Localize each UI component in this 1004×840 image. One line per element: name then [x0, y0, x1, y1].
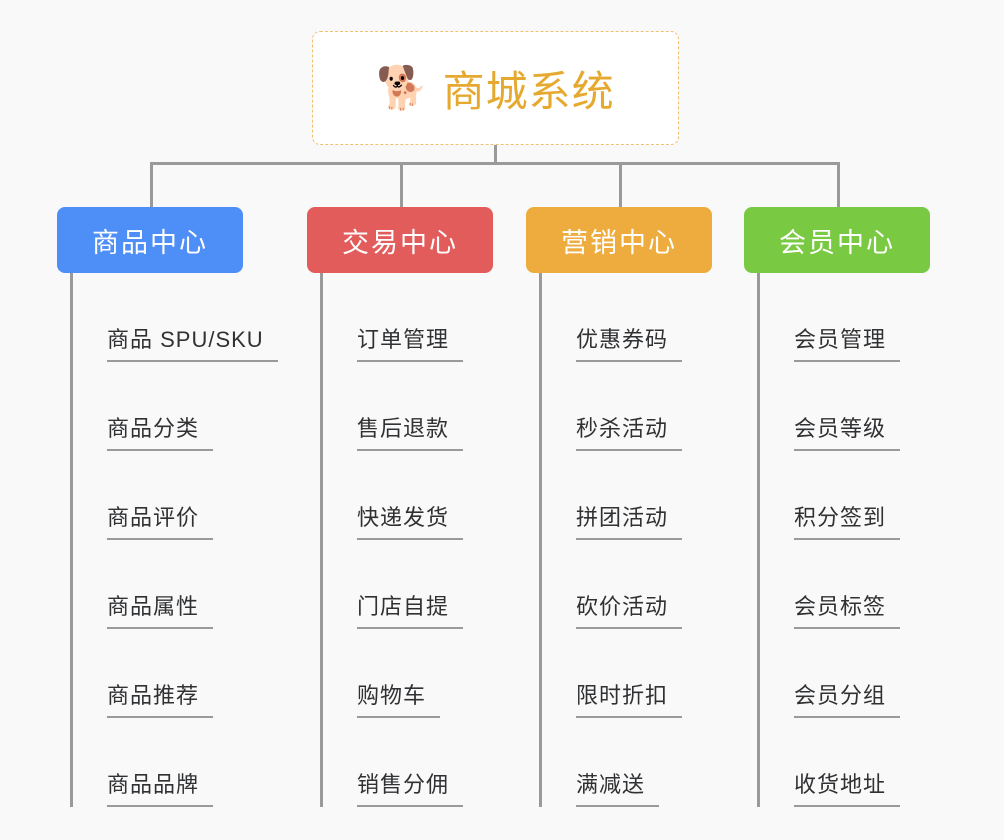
leaf-label: 商品推荐: [107, 678, 214, 718]
leaf-label: 积分签到: [794, 500, 901, 540]
leaf-label: 满减送: [576, 767, 660, 807]
leaf-label: 砍价活动: [576, 589, 683, 629]
list-item[interactable]: 积分签到: [776, 451, 930, 540]
column-marketing-center: 营销中心 优惠券码 秒杀活动 拼团活动 砍价活动 限时折扣 满减送: [526, 207, 712, 807]
category-label-product-center: 商品中心: [92, 227, 208, 258]
category-box-marketing-center[interactable]: 营销中心: [526, 207, 712, 273]
leaf-label: 会员分组: [794, 678, 901, 718]
leaf-label: 订单管理: [357, 322, 464, 362]
list-item[interactable]: 砍价活动: [558, 540, 712, 629]
column-product-center: 商品中心 商品 SPU/SKU 商品分类 商品评价 商品属性 商品推荐 商品品牌: [57, 207, 278, 807]
leaf-label: 会员管理: [794, 322, 901, 362]
leaf-list-member-center: 会员管理 会员等级 积分签到 会员标签 会员分组 收货地址: [757, 273, 930, 807]
category-box-trade-center[interactable]: 交易中心: [307, 207, 493, 273]
category-label-marketing-center: 营销中心: [561, 227, 677, 258]
leaf-label: 商品属性: [107, 589, 214, 629]
leaf-list-product-center: 商品 SPU/SKU 商品分类 商品评价 商品属性 商品推荐 商品品牌: [70, 273, 278, 807]
column-trade-center: 交易中心 订单管理 售后退款 快递发货 门店自提 购物车 销售分佣: [307, 207, 493, 807]
connector-drop-product-center: [150, 162, 153, 208]
list-item[interactable]: 门店自提: [339, 540, 493, 629]
list-item[interactable]: 商品品牌: [89, 718, 278, 807]
leaf-label: 拼团活动: [576, 500, 683, 540]
list-item[interactable]: 收货地址: [776, 718, 930, 807]
connector-horizontal-bus: [150, 162, 840, 165]
list-item[interactable]: 秒杀活动: [558, 362, 712, 451]
leaf-label: 商品分类: [107, 411, 214, 451]
leaf-label: 商品 SPU/SKU: [107, 322, 278, 362]
category-label-trade-center: 交易中心: [342, 227, 458, 258]
connector-drop-member-center: [837, 162, 840, 208]
category-box-product-center[interactable]: 商品中心: [57, 207, 243, 273]
connector-drop-trade-center: [400, 162, 403, 208]
category-box-member-center[interactable]: 会员中心: [744, 207, 930, 273]
leaf-label: 销售分佣: [357, 767, 464, 807]
list-item[interactable]: 会员标签: [776, 540, 930, 629]
column-member-center: 会员中心 会员管理 会员等级 积分签到 会员标签 会员分组 收货地址: [744, 207, 930, 807]
leaf-label: 秒杀活动: [576, 411, 683, 451]
leaf-label: 门店自提: [357, 589, 464, 629]
list-item[interactable]: 快递发货: [339, 451, 493, 540]
list-item[interactable]: 商品推荐: [89, 629, 278, 718]
list-item[interactable]: 优惠券码: [558, 273, 712, 362]
connector-drop-marketing-center: [619, 162, 622, 208]
list-item[interactable]: 满减送: [558, 718, 712, 807]
list-item[interactable]: 商品评价: [89, 451, 278, 540]
connector-root-stem: [494, 145, 497, 164]
list-item[interactable]: 商品属性: [89, 540, 278, 629]
leaf-label: 快递发货: [357, 500, 464, 540]
list-item[interactable]: 商品 SPU/SKU: [89, 273, 278, 362]
leaf-label: 商品品牌: [107, 767, 214, 807]
leaf-label: 收货地址: [794, 767, 901, 807]
leaf-label: 购物车: [357, 678, 441, 718]
leaf-label: 商品评价: [107, 500, 214, 540]
leaf-label: 限时折扣: [576, 678, 683, 718]
leaf-label: 售后退款: [357, 411, 464, 451]
root-node-title: 商城系统: [442, 67, 615, 115]
leaf-label: 会员标签: [794, 589, 901, 629]
list-item[interactable]: 销售分佣: [339, 718, 493, 807]
list-item[interactable]: 购物车: [339, 629, 493, 718]
category-label-member-center: 会员中心: [779, 227, 895, 258]
list-item[interactable]: 订单管理: [339, 273, 493, 362]
list-item[interactable]: 会员分组: [776, 629, 930, 718]
leaf-label: 会员等级: [794, 411, 901, 451]
shiba-dog-face-icon: 🐕: [376, 64, 429, 111]
list-item[interactable]: 会员等级: [776, 362, 930, 451]
list-item[interactable]: 售后退款: [339, 362, 493, 451]
list-item[interactable]: 会员管理: [776, 273, 930, 362]
list-item[interactable]: 拼团活动: [558, 451, 712, 540]
list-item[interactable]: 商品分类: [89, 362, 278, 451]
leaf-list-trade-center: 订单管理 售后退款 快递发货 门店自提 购物车 销售分佣: [320, 273, 493, 807]
leaf-label: 优惠券码: [576, 322, 683, 362]
list-item[interactable]: 限时折扣: [558, 629, 712, 718]
leaf-list-marketing-center: 优惠券码 秒杀活动 拼团活动 砍价活动 限时折扣 满减送: [539, 273, 712, 807]
root-node-shop-system[interactable]: 🐕 商城系统: [312, 31, 679, 145]
